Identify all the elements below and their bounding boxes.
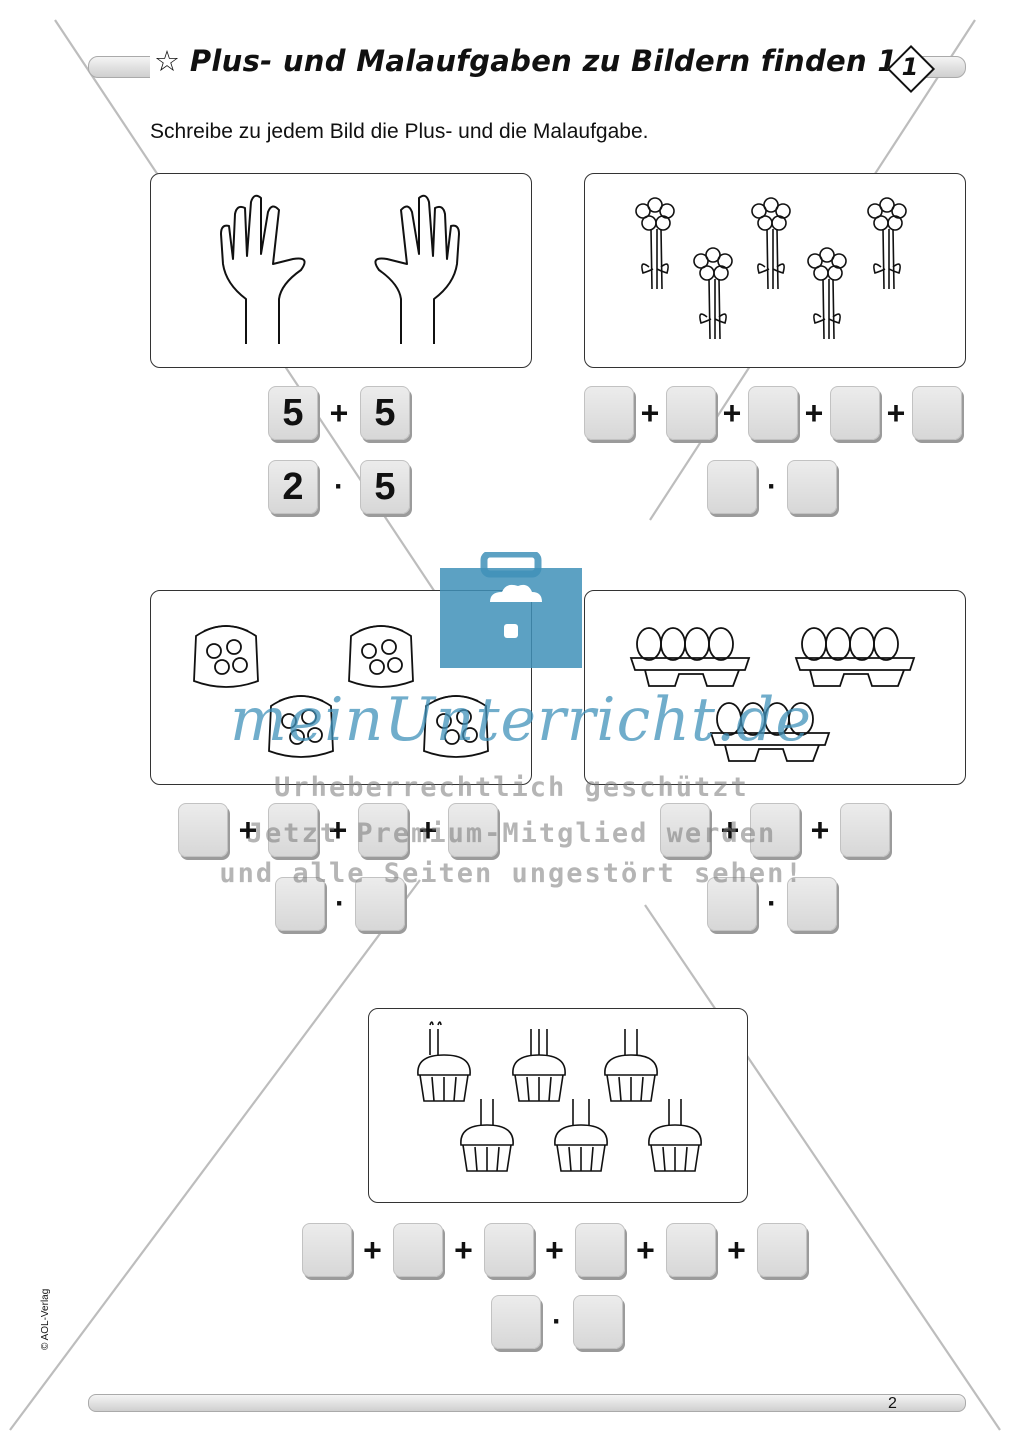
plus-sign: +	[640, 394, 660, 431]
plus-equation-1: 5 + 5	[268, 386, 410, 440]
plus-sign: +	[720, 811, 740, 848]
answer-box[interactable]	[830, 386, 880, 440]
egg-carton-icon	[629, 627, 916, 762]
coin-bag-icon	[193, 625, 489, 758]
watermark-line: Jetzt Premium-Mitglied werden	[246, 818, 777, 849]
answer-box[interactable]	[575, 1223, 625, 1277]
plus-sign: +	[454, 1231, 473, 1268]
picture-box-egg-cartons	[584, 590, 966, 785]
times-sign: ·	[552, 1305, 562, 1338]
answer-box[interactable]: 5	[360, 386, 410, 440]
plus-equation-5: + + + + +	[302, 1223, 807, 1277]
answer-box[interactable]	[275, 877, 325, 931]
watermark-line: und alle Seiten ungestört sehen!	[219, 858, 804, 889]
answer-box[interactable]	[573, 1295, 623, 1349]
answer-box[interactable]	[491, 1295, 541, 1349]
plus-sign: +	[727, 1231, 746, 1268]
answer-box[interactable]	[787, 460, 837, 514]
answer-box[interactable]	[748, 386, 798, 440]
plus-sign: +	[329, 394, 349, 431]
page-number: 2	[888, 1395, 897, 1412]
times-sign: ·	[334, 470, 344, 503]
cupcake-icon	[417, 1021, 702, 1172]
hands-icon	[220, 194, 460, 344]
answer-box[interactable]	[355, 877, 405, 931]
plus-sign: +	[418, 811, 438, 848]
answer-box[interactable]	[787, 877, 837, 931]
worksheet-number: 1	[886, 44, 936, 94]
footer-bar	[88, 1394, 966, 1412]
answer-box[interactable]	[750, 803, 800, 857]
plus-sign: +	[363, 1231, 382, 1268]
plus-sign: +	[722, 394, 742, 431]
answer-box[interactable]	[584, 386, 634, 440]
copyright: © AOL-Verlag	[40, 1288, 51, 1350]
plus-sign: +	[636, 1231, 655, 1268]
watermark-logo: meinUnterricht.de	[230, 685, 812, 755]
times-sign: ·	[767, 887, 777, 920]
watermark-line: Urheberrechtlich geschützt	[274, 772, 749, 803]
plus-sign: +	[810, 811, 830, 848]
times-equation-3: ·	[275, 877, 405, 931]
plus-sign: +	[328, 811, 348, 848]
answer-box[interactable]	[268, 803, 318, 857]
answer-box[interactable]: 2	[268, 460, 318, 514]
star-icon: ☆	[154, 44, 190, 78]
plus-sign: +	[238, 811, 258, 848]
answer-box[interactable]	[448, 803, 498, 857]
times-sign: ·	[767, 470, 777, 503]
plus-equation-2: + + + +	[584, 386, 962, 440]
times-equation-5: ·	[491, 1295, 623, 1349]
answer-box[interactable]	[840, 803, 890, 857]
answer-box[interactable]: 5	[268, 386, 318, 440]
answer-box[interactable]	[302, 1223, 352, 1277]
answer-box[interactable]: 5	[360, 460, 410, 514]
times-sign: ·	[335, 887, 345, 920]
answer-box[interactable]	[757, 1223, 807, 1277]
picture-box-cupcakes	[368, 1008, 748, 1203]
briefcase-logo-icon	[440, 552, 582, 668]
answer-box[interactable]	[393, 1223, 443, 1277]
plus-sign: +	[804, 394, 824, 431]
answer-box[interactable]	[178, 803, 228, 857]
answer-box[interactable]	[358, 803, 408, 857]
answer-box[interactable]	[666, 1223, 716, 1277]
times-equation-1: 2 · 5	[268, 460, 410, 514]
answer-box[interactable]	[666, 386, 716, 440]
plus-equation-4: + +	[660, 803, 890, 857]
page-title: ☆ Plus- und Malaufgaben zu Bildern finde…	[150, 44, 908, 78]
answer-box[interactable]	[707, 877, 757, 931]
plus-sign: +	[545, 1231, 564, 1268]
times-equation-4: ·	[707, 877, 837, 931]
answer-box[interactable]	[707, 460, 757, 514]
answer-box[interactable]	[484, 1223, 534, 1277]
picture-box-hands	[150, 173, 532, 368]
answer-box[interactable]	[660, 803, 710, 857]
plus-sign: +	[886, 394, 906, 431]
plus-equation-3: + + +	[178, 803, 498, 857]
times-equation-2: ·	[707, 460, 837, 514]
flower-bouquet-icon	[635, 197, 907, 340]
instruction: Schreibe zu jedem Bild die Plus- und die…	[150, 120, 649, 143]
picture-box-flowers	[584, 173, 966, 368]
answer-box[interactable]	[912, 386, 962, 440]
